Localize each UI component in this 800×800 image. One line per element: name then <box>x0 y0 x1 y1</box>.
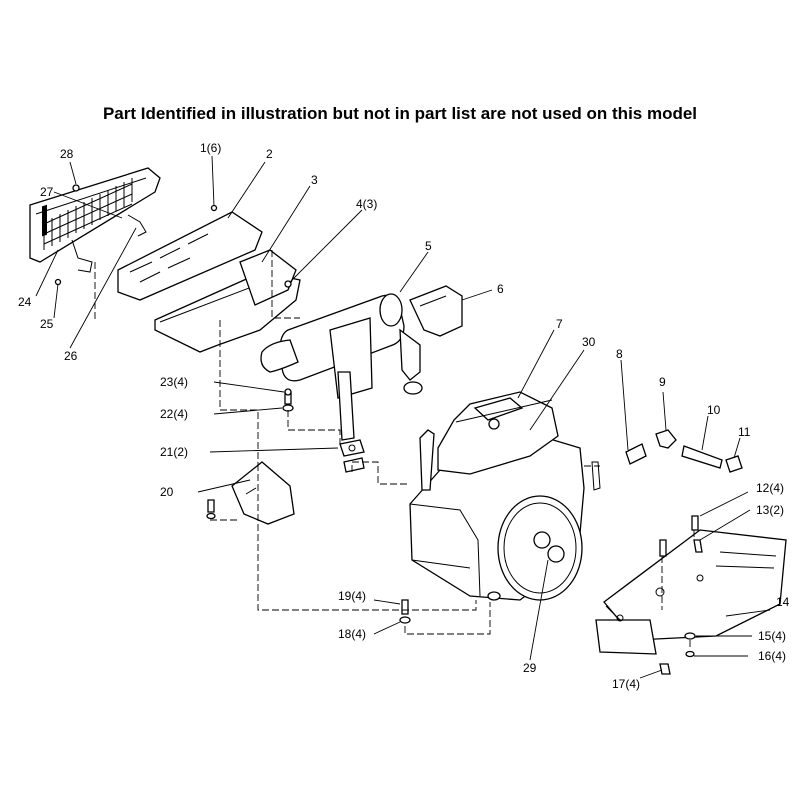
callout-18: 18(4) <box>338 627 366 641</box>
assembly-lines <box>94 250 695 650</box>
callout-27: 27 <box>40 185 54 199</box>
callout-7: 7 <box>556 317 563 331</box>
callout-15: 15(4) <box>758 629 786 643</box>
callout-12: 12(4) <box>756 481 784 495</box>
callout-23: 23(4) <box>160 375 188 389</box>
bolts-hardware <box>54 184 411 624</box>
callout-13: 13(2) <box>756 503 784 517</box>
callout-20: 20 <box>160 485 174 499</box>
engine <box>409 391 601 601</box>
callout-3: 3 <box>311 173 318 187</box>
diagram-title: Part Identified in illustration but not … <box>102 104 698 123</box>
muffler-guard <box>409 285 463 337</box>
callout-19: 19(4) <box>338 589 366 603</box>
callout-30: 30 <box>582 335 596 349</box>
callout-21: 21(2) <box>160 445 188 459</box>
callout-16: 16(4) <box>758 649 786 663</box>
callout-6: 6 <box>497 282 504 296</box>
callout-9: 9 <box>659 375 666 389</box>
callout-25: 25 <box>40 317 54 331</box>
leader-lines <box>35 155 771 679</box>
exhaust-gaskets <box>339 439 365 473</box>
muffler <box>260 293 423 441</box>
engine-base-plate <box>595 515 787 675</box>
callout-2: 2 <box>266 147 273 161</box>
callout-24: 24 <box>18 295 32 309</box>
callout-1: 1(6) <box>200 141 221 155</box>
callout-29: 29 <box>523 661 537 675</box>
callout-26: 26 <box>64 349 78 363</box>
callout-5: 5 <box>425 239 432 253</box>
callout-10: 10 <box>707 403 721 417</box>
callout-8: 8 <box>616 347 623 361</box>
callout-28: 28 <box>60 147 74 161</box>
callout-17: 17(4) <box>612 677 640 691</box>
heat-shield <box>117 211 301 353</box>
callout-22: 22(4) <box>160 407 188 421</box>
fuel-fittings <box>625 429 743 473</box>
callout-11: 11 <box>738 425 751 439</box>
grille-shield <box>29 167 161 273</box>
callout-4: 4(3) <box>356 197 377 211</box>
callout-14: 14 <box>776 595 790 609</box>
callout-labels: 1(6) 2 3 4(3) 5 6 7 30 8 9 10 11 12(4) 1… <box>18 141 790 691</box>
exhaust-bracket <box>231 461 295 525</box>
